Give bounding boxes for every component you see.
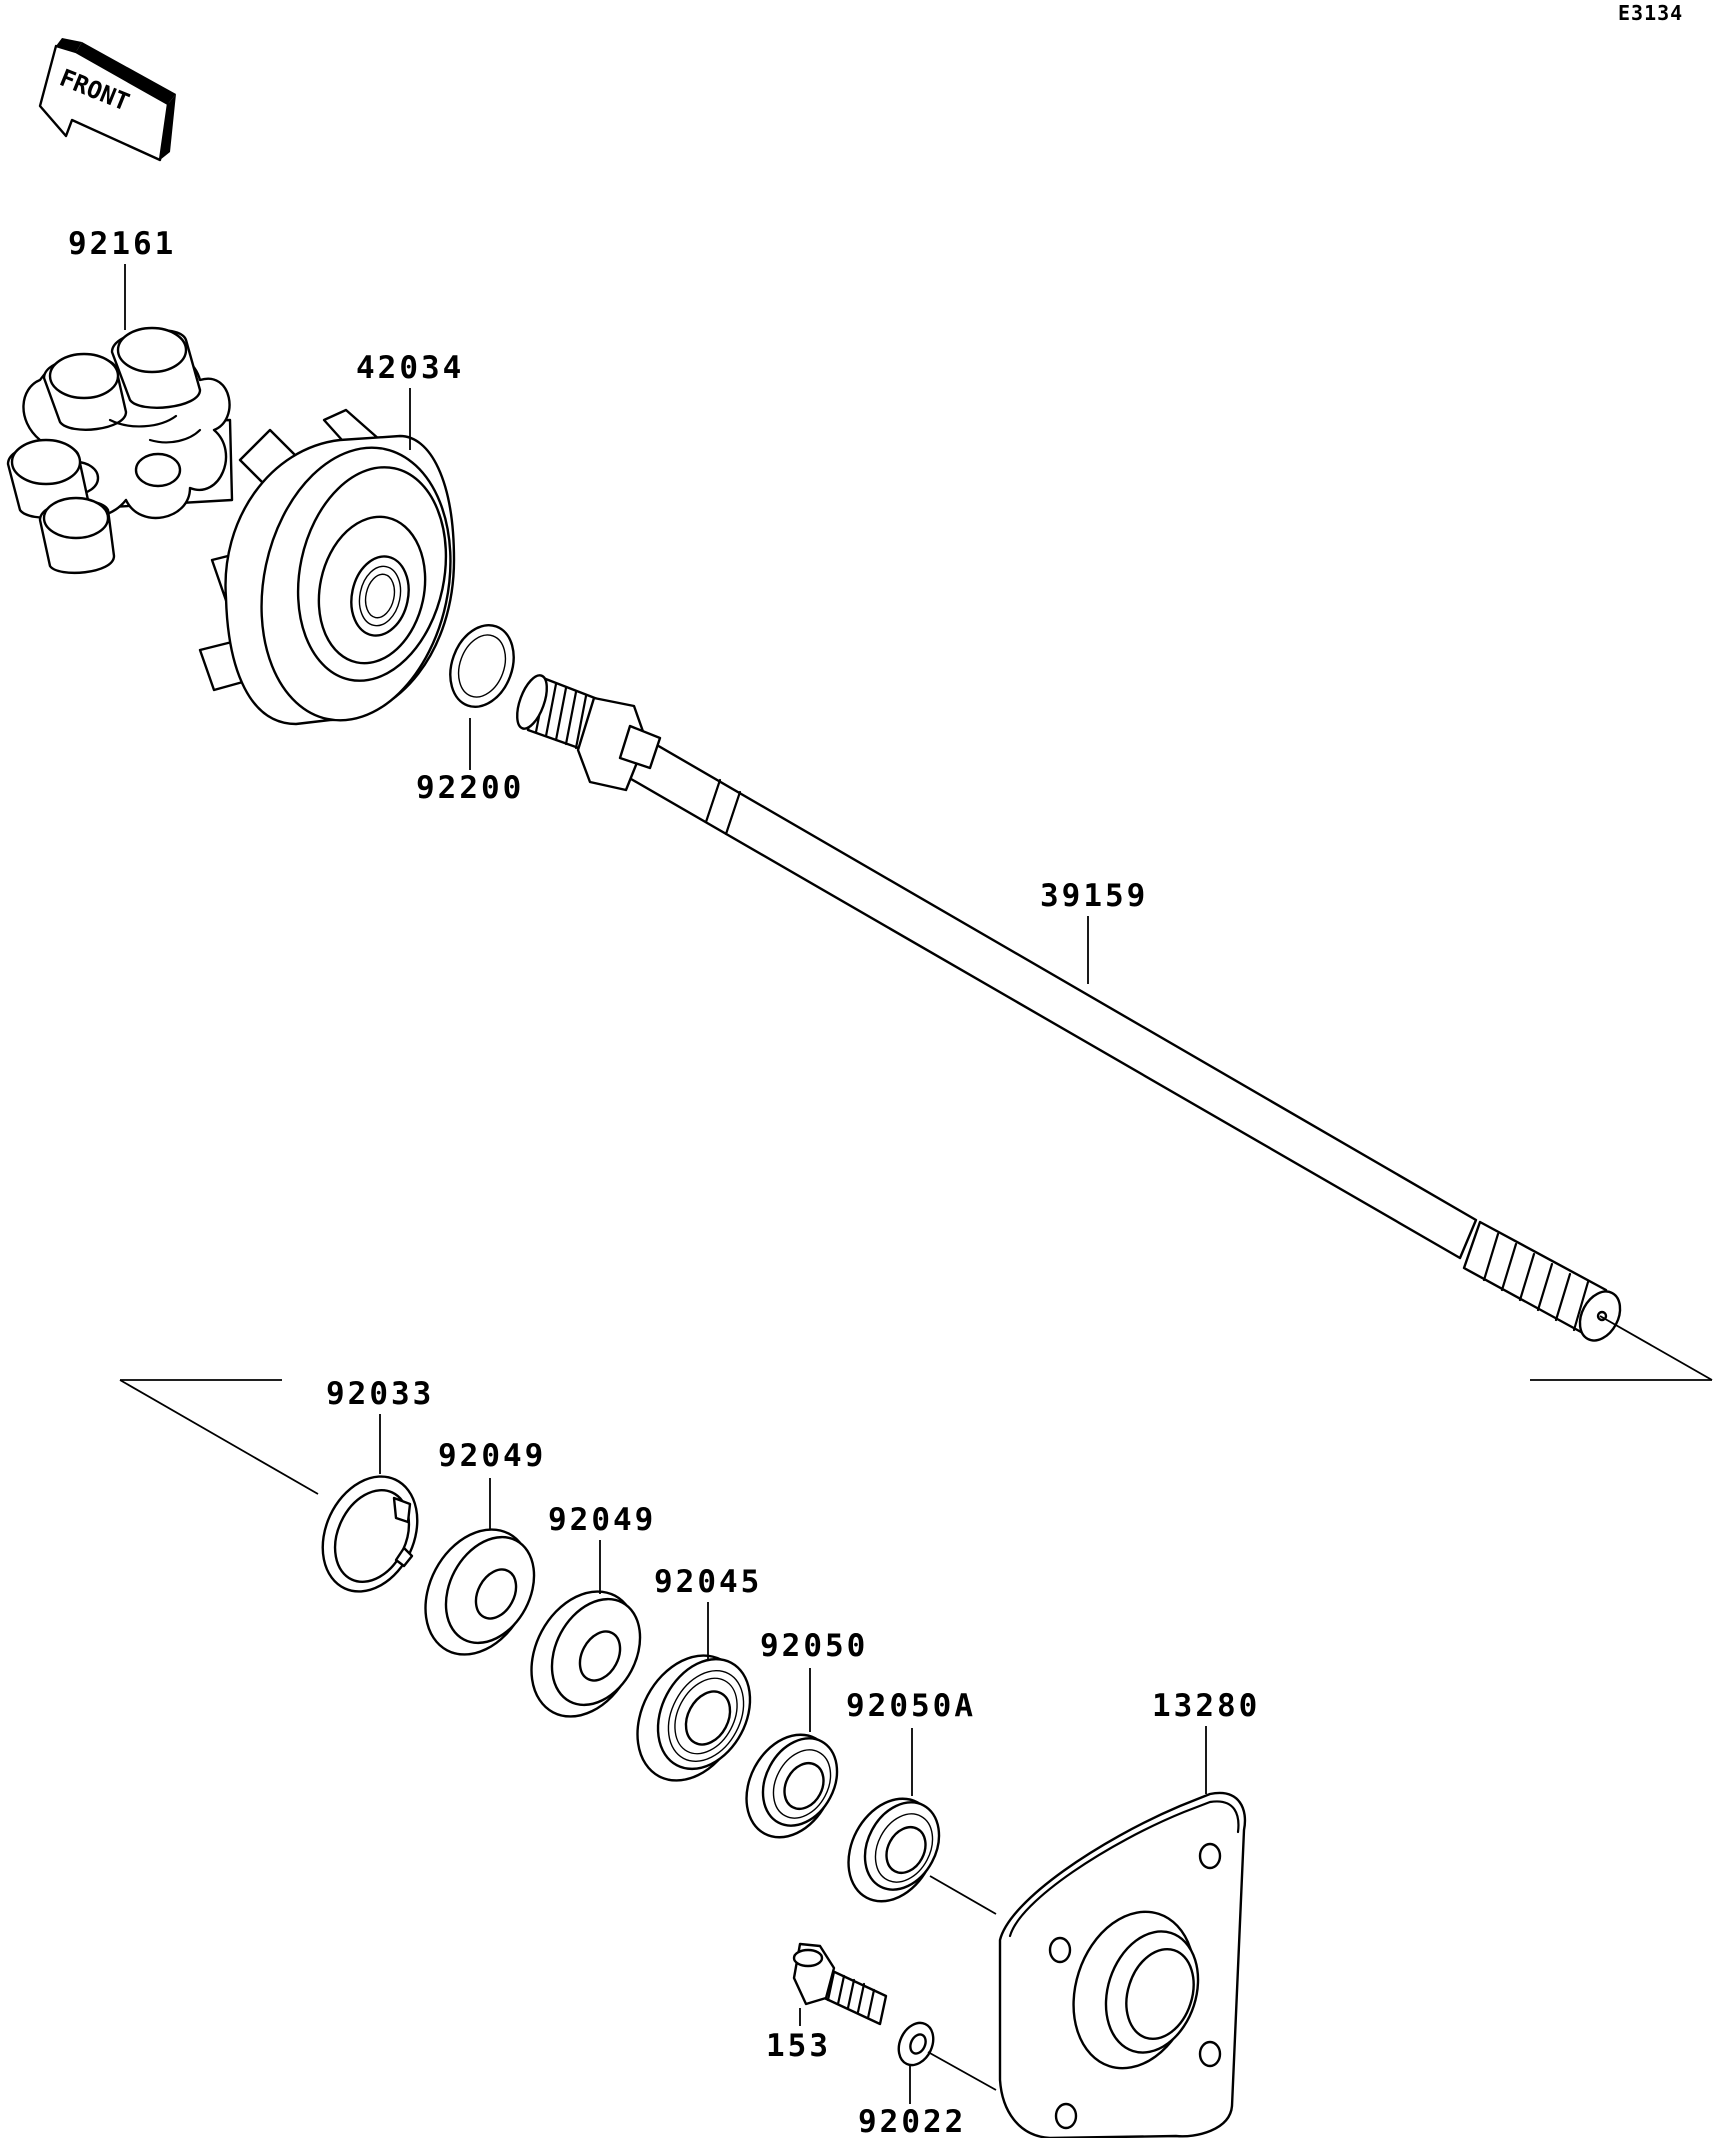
label-13280: 13280 <box>1152 1688 1260 1724</box>
label-153: 153 <box>766 2028 831 2064</box>
part-92049-oil-seal-a <box>424 1528 536 1656</box>
label-92049-a: 92049 <box>438 1438 546 1474</box>
label-92050: 92050 <box>760 1628 868 1664</box>
part-13280-bearing-plate <box>998 1791 1247 2138</box>
label-92161: 92161 <box>68 226 176 262</box>
part-42034-coupling <box>198 408 456 726</box>
part-92200-washer <box>449 624 515 708</box>
part-153-bolt <box>792 1942 888 2026</box>
label-42034: 42034 <box>356 350 464 386</box>
part-92045-ball-bearing <box>636 1654 752 1782</box>
label-92049-b: 92049 <box>548 1502 656 1538</box>
label-92050A: 92050A <box>846 1688 976 1724</box>
part-92033-circlip <box>321 1475 419 1593</box>
label-92033: 92033 <box>326 1376 434 1412</box>
label-92200: 92200 <box>416 770 524 806</box>
diagram-code: E3134 <box>1618 1 1683 25</box>
part-92050A-seal <box>847 1797 941 1903</box>
label-92022: 92022 <box>858 2104 966 2138</box>
label-92045: 92045 <box>654 1564 762 1600</box>
front-arrow-icon: FRONT <box>38 38 176 162</box>
part-39159-drive-shaft <box>516 674 1622 1342</box>
alignment-guide-lines <box>119 1315 1713 1495</box>
label-39159: 39159 <box>1040 878 1148 914</box>
part-92049-oil-seal-b <box>530 1590 642 1718</box>
part-92022-washer <box>897 2021 935 2067</box>
part-92161-damper <box>6 326 234 575</box>
part-92050-seal <box>745 1733 839 1839</box>
